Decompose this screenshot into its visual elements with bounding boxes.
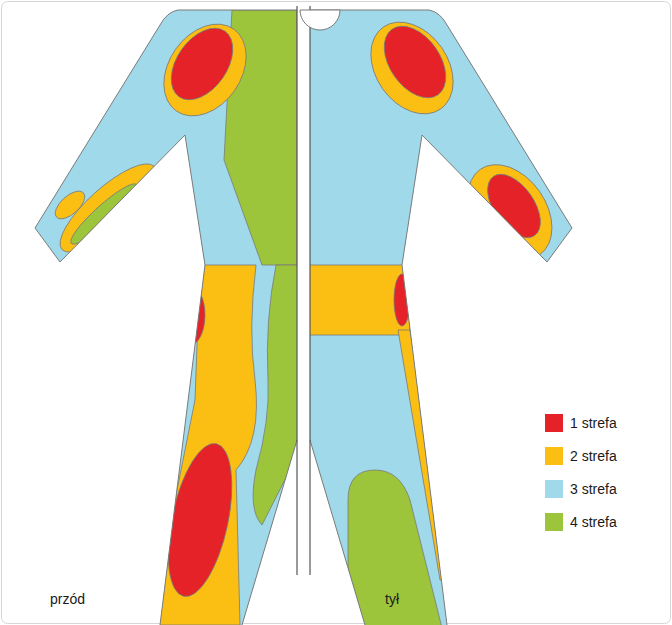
neck-opening (300, 10, 340, 30)
legend-row: 3 strefa (545, 480, 617, 498)
divider-line (309, 6, 310, 575)
view-label: tył (385, 591, 399, 607)
legend-swatch (545, 447, 563, 465)
legend-text: 1 strefa (570, 415, 617, 431)
legend-text: 2 strefa (570, 448, 617, 464)
legend-swatch (545, 414, 563, 432)
divider-line (296, 6, 297, 575)
legend-swatch (545, 513, 563, 531)
legend-swatch (545, 480, 563, 498)
legend-row: 1 strefa (545, 414, 617, 432)
legend-row: 2 strefa (545, 447, 617, 465)
legend-text: 4 strefa (570, 514, 617, 530)
legend-text: 3 strefa (570, 481, 617, 497)
view-label: przód (50, 591, 85, 607)
legend-row: 4 strefa (545, 513, 617, 531)
